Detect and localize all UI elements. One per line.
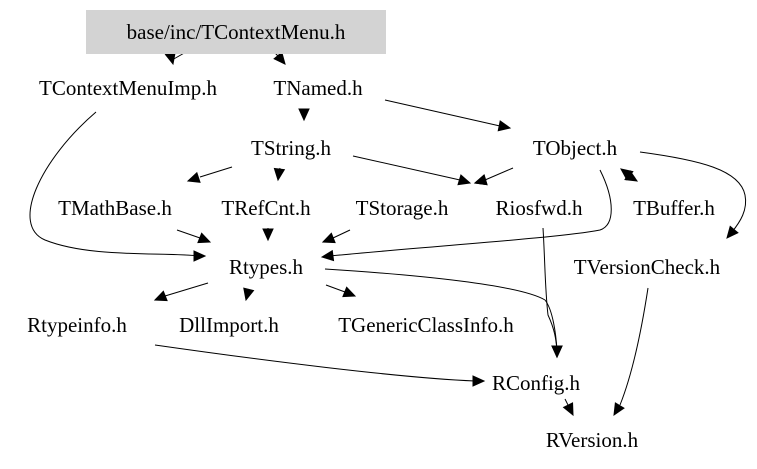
edge-tobject-to-tbuffer: [620, 168, 639, 182]
node-riosfwd[interactable]: Riosfwd.h: [496, 196, 583, 220]
edge-tobject-to-tversioncheck: [639, 151, 747, 239]
node-rconfig[interactable]: RConfig.h: [492, 371, 581, 395]
arrowhead-icon: [197, 232, 212, 244]
node-tstring[interactable]: TString.h: [251, 136, 331, 160]
edge-tmathbase-to-rtypes: [176, 229, 212, 244]
edge-line: [639, 151, 747, 233]
arrowhead-icon: [472, 375, 486, 387]
edge-line: [325, 284, 346, 293]
arrowhead-icon: [273, 167, 286, 182]
node-label: TContextMenuImp.h: [39, 76, 217, 100]
arrowhead-icon: [457, 174, 472, 186]
arrowhead-icon: [273, 51, 286, 65]
edge-tnamed-to-tstring: [298, 108, 310, 122]
edge-rtypes-to-rconfig: [324, 268, 563, 359]
arrowhead-icon: [562, 402, 574, 417]
edge-tstring-to-trefcnt: [273, 167, 286, 182]
node-label: TVersionCheck.h: [574, 255, 721, 279]
node-dllimport[interactable]: DllImport.h: [179, 313, 279, 337]
edge-line: [384, 99, 501, 127]
node-root[interactable]: base/inc/TContextMenu.h: [86, 10, 386, 54]
arrowhead-icon: [262, 228, 274, 242]
node-label: TBuffer.h: [633, 196, 715, 220]
edge-tobject-to-tstorage: [473, 174, 488, 186]
edge-line: [332, 229, 351, 239]
edge-line: [329, 169, 612, 257]
arrowhead-icon: [186, 171, 201, 183]
node-rtypeinfo[interactable]: Rtypeinfo.h: [27, 313, 127, 337]
node-label: Rtypeinfo.h: [27, 313, 127, 337]
edges-layer: [29, 47, 747, 417]
edge-tstorage-to-rtypes: [321, 229, 351, 244]
edge-rtypes-to-dllimport: [243, 287, 255, 302]
edge-ctxmenuimp-to-rtypes: [29, 111, 207, 262]
root-node-box: [86, 10, 386, 54]
arrowhead-icon: [153, 290, 168, 302]
node-label: TRefCnt.h: [221, 196, 311, 220]
arrowhead-icon: [342, 286, 357, 298]
node-label: TStorage.h: [356, 196, 449, 220]
node-label: TString.h: [251, 136, 331, 160]
arrowhead-icon: [620, 168, 634, 181]
node-label: Riosfwd.h: [496, 196, 583, 220]
arrowhead-icon: [497, 120, 512, 132]
arrowhead-icon: [473, 174, 488, 186]
node-label: TMathBase.h: [58, 196, 172, 220]
edge-line: [29, 111, 201, 257]
node-tbuffer[interactable]: TBuffer.h: [633, 196, 715, 220]
edge-line: [154, 344, 476, 382]
node-label: TNamed.h: [273, 76, 363, 100]
edge-tobject-to-rtypes: [320, 169, 612, 262]
arrowhead-icon: [551, 345, 563, 359]
node-tobject[interactable]: TObject.h: [533, 136, 618, 160]
edge-line: [484, 167, 514, 181]
arrowhead-icon: [321, 232, 336, 244]
arrowhead-icon: [193, 250, 207, 262]
edge-line: [176, 229, 201, 239]
edge-riosfwd-to-rconfig: [542, 227, 563, 359]
arrowhead-icon: [298, 108, 310, 122]
edge-line: [619, 287, 649, 406]
edge-tstring-to-riosfwd: [352, 155, 472, 186]
edge-tversioncheck-to-rversion: [613, 287, 649, 417]
edge-tstring-to-tmathbase: [186, 166, 233, 183]
node-tgenericclassinfo[interactable]: TGenericClassInfo.h: [338, 313, 514, 337]
arrowhead-icon: [243, 287, 255, 302]
edge-line: [199, 166, 233, 178]
edge-line: [352, 155, 461, 181]
edge-tnamed-to-tobject: [384, 99, 512, 132]
node-label: Rtypes.h: [229, 255, 304, 279]
node-ctxmenuimp[interactable]: TContextMenuImp.h: [39, 76, 217, 100]
edge-rtypes-to-tgenericclassinfo: [325, 284, 357, 298]
node-trefcnt[interactable]: TRefCnt.h: [221, 196, 311, 220]
edge-rtypeinfo-to-rconfig: [154, 344, 486, 387]
arrowhead-icon: [726, 225, 739, 239]
node-tnamed[interactable]: TNamed.h: [273, 76, 363, 100]
edge-rconfig-to-rversion: [562, 398, 574, 417]
node-label: base/inc/TContextMenu.h: [127, 20, 346, 44]
node-label: RConfig.h: [492, 371, 581, 395]
nodes-layer: base/inc/TContextMenu.hTContextMenuImp.h…: [27, 10, 721, 452]
edge-line: [324, 268, 558, 351]
edge-line: [564, 398, 569, 406]
edge-rtypes-to-rtypeinfo: [153, 282, 209, 302]
node-tversioncheck[interactable]: TVersionCheck.h: [574, 255, 721, 279]
arrowhead-icon: [320, 249, 335, 262]
node-label: TObject.h: [533, 136, 618, 160]
arrowhead-icon: [613, 402, 625, 417]
node-label: RVersion.h: [546, 428, 639, 452]
node-rtypes[interactable]: Rtypes.h: [229, 255, 304, 279]
node-tmathbase[interactable]: TMathBase.h: [58, 196, 172, 220]
edge-trefcnt-to-rtypes: [262, 228, 274, 242]
node-rversion[interactable]: RVersion.h: [546, 428, 639, 452]
node-label: TGenericClassInfo.h: [338, 313, 514, 337]
node-tstorage[interactable]: TStorage.h: [356, 196, 449, 220]
node-label: DllImport.h: [179, 313, 279, 337]
edge-line: [164, 282, 209, 297]
